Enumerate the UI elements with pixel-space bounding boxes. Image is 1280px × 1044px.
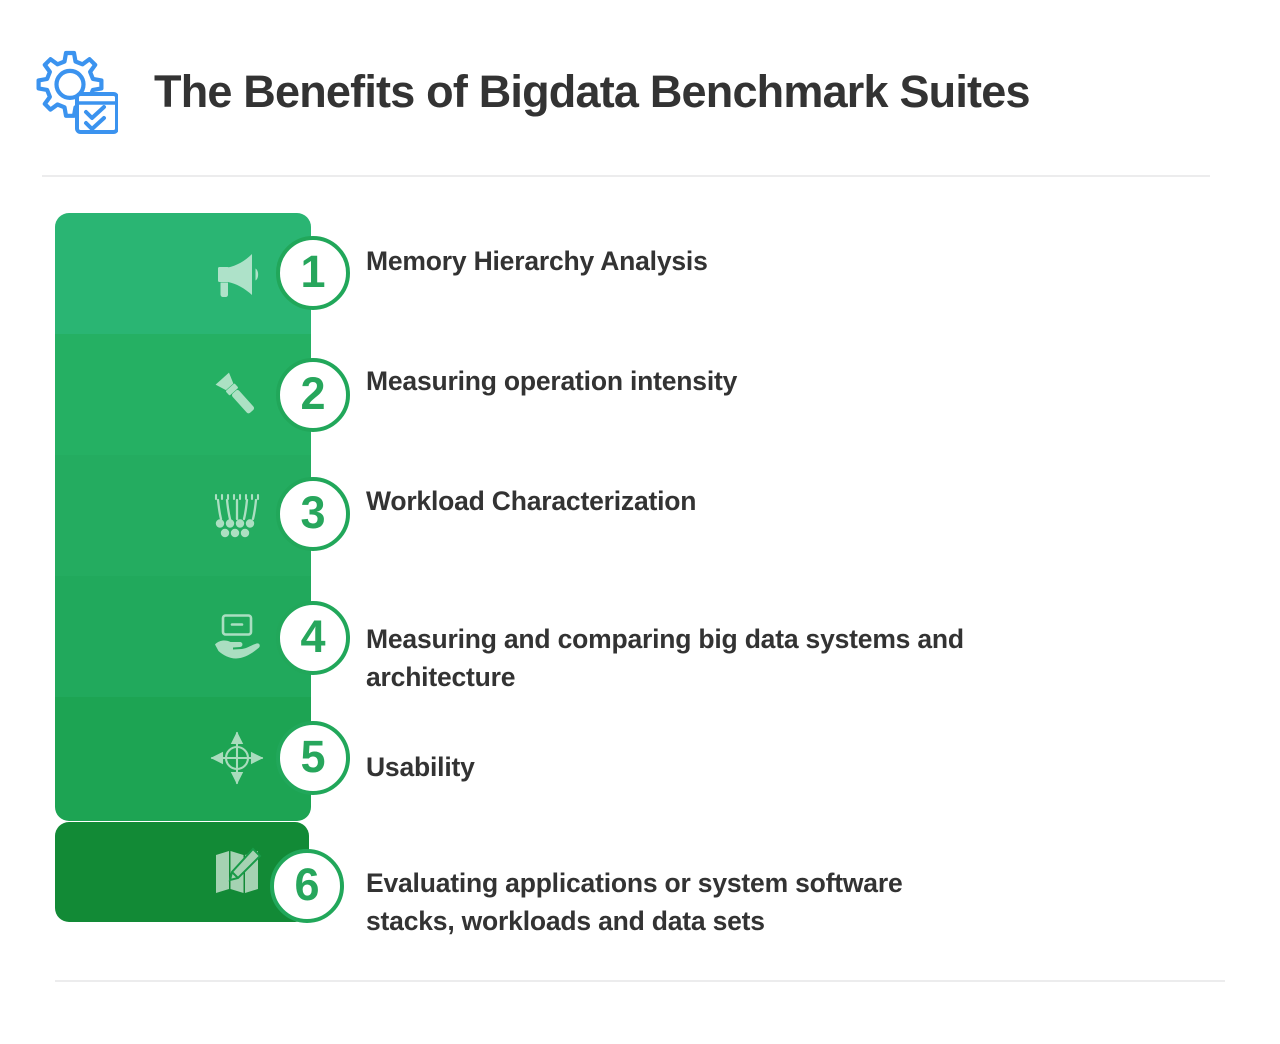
crosshair-target-icon: [209, 730, 265, 786]
band-1: [55, 213, 311, 335]
number-circle-2: 2: [276, 358, 350, 432]
number-circle-4: 4: [276, 601, 350, 675]
number-circle-3: 3: [276, 477, 350, 551]
gear-checklist-icon: [34, 47, 119, 137]
megaphone-icon: [209, 246, 265, 302]
page-title: The Benefits of Bigdata Benchmark Suites: [154, 66, 1031, 118]
band-2: [55, 334, 311, 456]
band-3: [55, 455, 311, 577]
number-circle-1: 1: [276, 236, 350, 310]
divider-top: [42, 175, 1210, 177]
item-label-2: Measuring operation intensity: [366, 366, 738, 396]
flashlight-icon: [209, 367, 265, 423]
item-label-3: Workload Characterization: [366, 486, 697, 516]
number-circle-6: 6: [270, 849, 344, 923]
divider-bottom: [55, 980, 1225, 982]
band-5: [55, 697, 311, 821]
band-4: [55, 576, 311, 698]
band-6: [55, 822, 309, 922]
item-label-6: Evaluating applications or system softwa…: [366, 868, 903, 936]
map-pencil-icon: [209, 844, 265, 900]
green-panel: [55, 213, 311, 821]
number-circle-5: 5: [276, 721, 350, 795]
item-label-1: Memory Hierarchy Analysis: [366, 246, 708, 276]
item-label-4: Measuring and comparing big data systems…: [366, 624, 964, 692]
hand-holding-briefcase-icon: [209, 609, 265, 665]
network-distribution-icon: [209, 488, 265, 544]
item-label-5: Usability: [366, 752, 475, 782]
header: The Benefits of Bigdata Benchmark Suites: [28, 40, 1228, 144]
